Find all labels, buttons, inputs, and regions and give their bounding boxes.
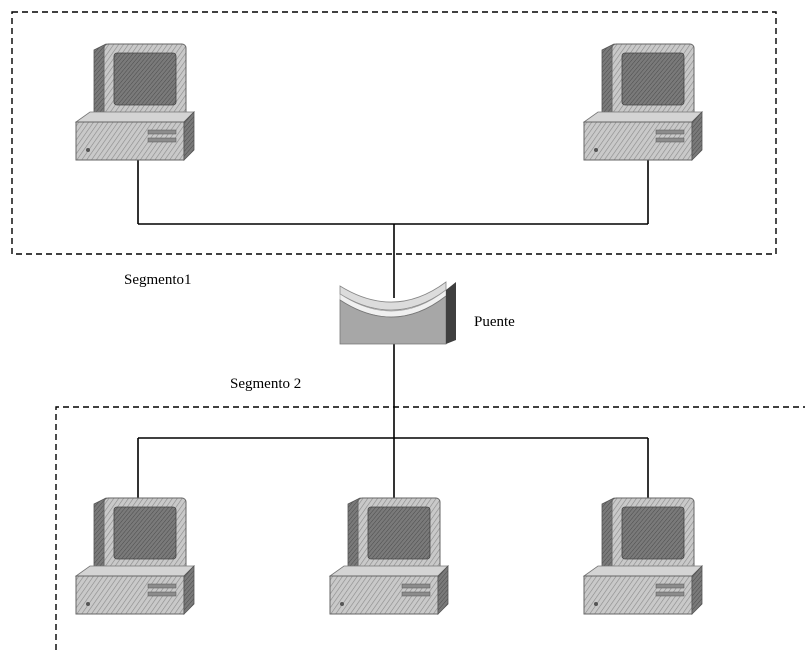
segment1-boundary [11, 11, 777, 255]
segment2-wiring [137, 342, 649, 498]
segment2-boundary [55, 406, 805, 650]
desktop-computer-icon [75, 497, 195, 615]
bridge-label: Puente [474, 314, 515, 330]
desktop-computer-icon [75, 43, 195, 161]
segment1-label: Segmento1 [124, 272, 192, 288]
segment2-label: Segmento 2 [230, 376, 301, 392]
network-bridge-icon [339, 281, 456, 345]
desktop-computer-icon [583, 43, 703, 161]
segment1-wiring [137, 160, 649, 298]
desktop-computer-icon [329, 497, 449, 615]
desktop-computer-icon [583, 497, 703, 615]
